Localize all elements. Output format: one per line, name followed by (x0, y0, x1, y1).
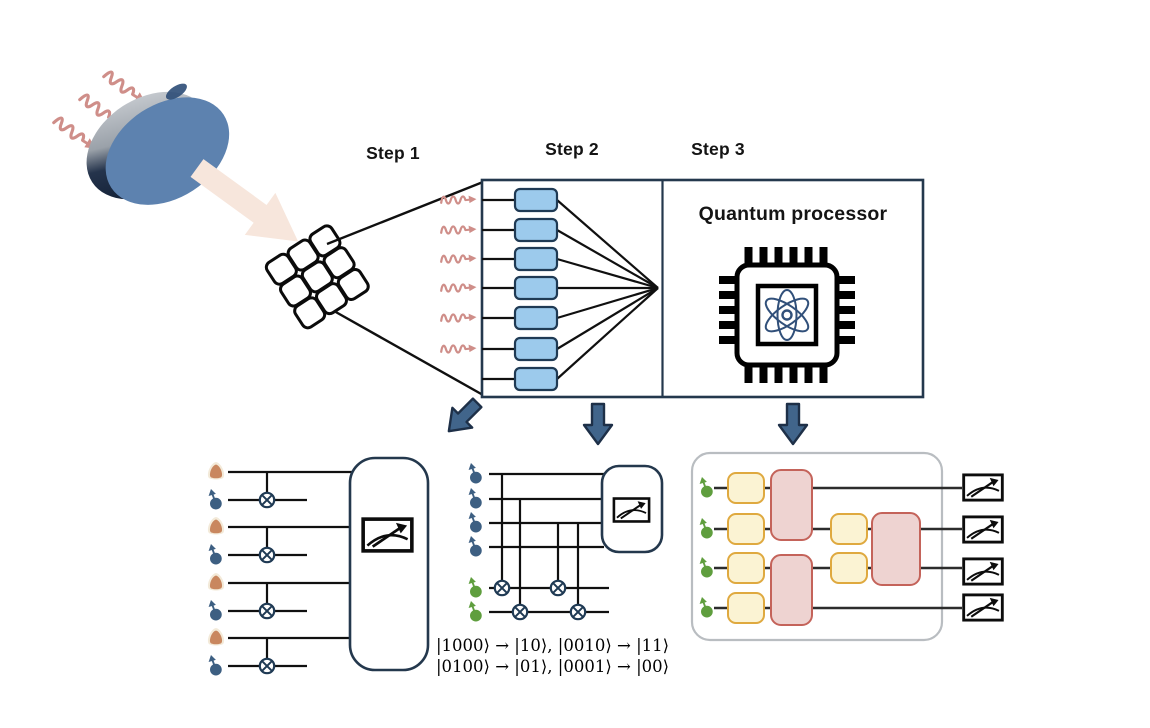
photon-wave-icon (440, 253, 478, 264)
beam-arrow-icon (190, 159, 299, 242)
flow-arrows (437, 391, 809, 446)
circuit-left-wires (228, 470, 352, 668)
measurement-box (348, 456, 430, 672)
measurement-gauge-icon (962, 473, 1004, 502)
spin-qubit-icon (207, 599, 223, 622)
circuit-right (690, 451, 1004, 642)
cnot-gate-icon (511, 603, 529, 621)
atom-qubit-icon (207, 628, 225, 646)
atom-qubit-icon (207, 462, 225, 480)
spin-qubit-icon (467, 576, 483, 599)
circuit-middle (467, 462, 664, 623)
photon-wave-icon (440, 312, 478, 323)
down-arrow-icon (777, 402, 809, 446)
step-1-label: Step 1 (366, 143, 420, 163)
atom-qubit-icon (207, 573, 225, 591)
telescope-mirror-icon (86, 83, 230, 205)
atom-icon (764, 289, 810, 341)
optical-mode-boxes (513, 187, 559, 392)
cnot-gate-icon (258, 491, 276, 509)
chip-pins (719, 247, 855, 383)
spin-qubit-icon (467, 511, 483, 534)
state-mapping-line-1: |1000⟩ → |10⟩, |0010⟩ → |11⟩ (436, 636, 670, 655)
down-arrow-icon (437, 391, 489, 443)
atom-qubit-icon (207, 517, 225, 535)
photon-wave-icon (440, 343, 478, 354)
cnot-gate-icon (258, 546, 276, 564)
spin-qubit-icon (467, 487, 483, 510)
quantum-chip-icon (719, 247, 855, 383)
photon-wave-icon (440, 224, 478, 235)
spin-qubit-icon (207, 654, 223, 677)
two-qubit-gates (770, 469, 921, 626)
step-2-label: Step 2 (545, 139, 599, 159)
measurement-gauge-icon (962, 515, 1004, 544)
mode-wires (482, 198, 659, 381)
single-qubit-gates (727, 472, 868, 624)
spin-qubit-icon (467, 535, 483, 558)
measurement-gauge-icon (962, 557, 1004, 586)
photon-wave-icon (440, 282, 478, 293)
detector-array-icon (264, 224, 370, 330)
cnot-gate-icon (569, 603, 587, 621)
circuit-left (207, 456, 430, 677)
down-arrow-icon (582, 402, 614, 446)
measurement-gauge-icon (612, 497, 651, 523)
cnot-gate-icon (493, 579, 511, 597)
measurement-gauge-icon (361, 517, 414, 553)
spin-qubit-icon (467, 462, 483, 485)
cnot-gate-icon (549, 579, 567, 597)
step-3-label: Step 3 (691, 139, 745, 159)
step2-mode-panel (440, 187, 659, 392)
zoom-cone-lines (326, 180, 484, 397)
state-mapping-line-2: |0100⟩ → |01⟩, |0001⟩ → |00⟩ (436, 657, 670, 676)
spin-qubit-icon (467, 600, 483, 623)
cnot-gate-icon (258, 657, 276, 675)
spin-qubit-icon (207, 543, 223, 566)
measurement-gauge-icon (962, 593, 1004, 622)
cnot-gate-icon (258, 602, 276, 620)
mode-photon-icons (440, 194, 478, 354)
spin-qubit-icon (207, 488, 223, 511)
quantum-processor-label: Quantum processor (698, 203, 888, 225)
